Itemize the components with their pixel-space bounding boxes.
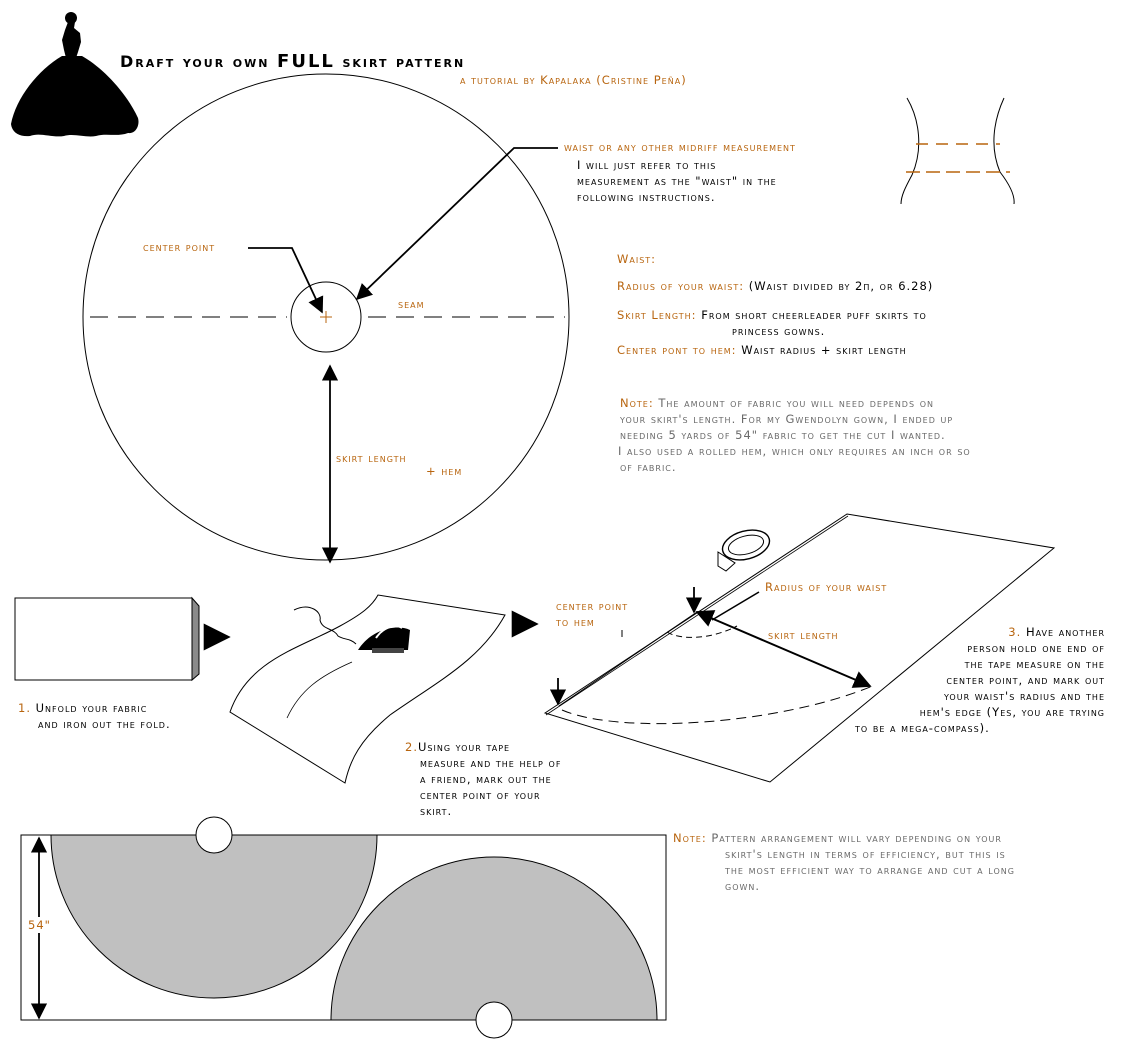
waist-note: I will just refer to this measurement as… — [577, 157, 777, 205]
length-formula: Skirt Length: From short cheerleader puf… — [617, 307, 927, 323]
step-number: 1. — [18, 701, 31, 715]
step-line: Have another — [1025, 625, 1105, 639]
note-line: Pattern arrangement will vary depending … — [711, 831, 1002, 845]
radius-of-waist-label: Radius of your waist — [765, 580, 888, 594]
note-label: Note: — [620, 396, 654, 410]
radius-value: (Waist divided by 2π, or 6.28) — [748, 279, 934, 293]
fabric-note: Note: The amount of fabric you will need… — [618, 395, 971, 475]
gown-silhouette-logo — [11, 12, 139, 137]
length-value-cont: princess gowns. — [732, 324, 826, 338]
step-number: 2. — [405, 740, 418, 754]
center-to-hem-line: center point — [556, 599, 629, 613]
step-2-text: 2.Using your tape measure and the help o… — [405, 739, 561, 819]
note-line: I also used a rolled hem, which only req… — [618, 444, 971, 458]
waist-note-line: I will just refer to this — [577, 158, 717, 172]
torso-sketch — [900, 97, 1015, 205]
step-line: center point of your — [420, 788, 541, 802]
step-line: a friend, mark out the — [420, 772, 552, 786]
iron-icon — [358, 625, 410, 653]
ironed-fabric — [229, 594, 506, 784]
fabric-width-label: 54" — [28, 917, 51, 933]
step-line: center point, and mark out — [946, 673, 1105, 687]
note-line: the most efficient way to arrange and cu… — [725, 863, 1015, 877]
step-line: the tape measure on the — [964, 657, 1105, 671]
center-to-hem-label: center point to hem — [556, 598, 628, 630]
length-value: From short cheerleader puff skirts to — [701, 308, 927, 322]
step-line: and iron out the fold. — [38, 717, 171, 731]
center-point-label: center point — [143, 240, 216, 254]
note-line: The amount of fabric you will need depen… — [658, 396, 934, 410]
hem-value: Waist radius + skirt length — [741, 343, 907, 357]
waist-heading: Waist: — [617, 252, 657, 266]
title-prefix: Draft your own — [120, 52, 270, 71]
note-line: of fabric. — [620, 460, 677, 474]
step-1-text: 1. Unfold your fabric and iron out the f… — [18, 700, 171, 732]
tape-measure-icon — [717, 529, 771, 572]
hem-formula: Center pont to hem: Waist radius + skirt… — [617, 342, 907, 358]
page-title: Draft your own FULL skirt pattern — [120, 51, 465, 72]
skirt-length-label: skirt length — [336, 451, 407, 465]
note-line: your skirt's length. For my Gwendolyn go… — [620, 412, 954, 426]
step-line: to be a mega-compass). — [855, 721, 990, 735]
title-suffix: skirt pattern — [342, 52, 466, 71]
step-line: Using your tape — [417, 740, 511, 754]
step3-skirt-length-label: skirt length — [768, 628, 839, 642]
note-line: gown. — [725, 879, 761, 893]
note-line: needing 5 yards of 54" fabric to get the… — [620, 428, 946, 442]
title-emphasis: FULL — [277, 51, 335, 72]
note-line: skirt's length in terms of efficiency, b… — [725, 847, 1006, 861]
waist-note-line: measurement as the "waist" in the — [577, 174, 777, 188]
step-line: measure and the help of — [420, 756, 562, 770]
byline: a tutorial by Kapalaka (Cristine Peña) — [460, 73, 687, 87]
length-label: Skirt Length: — [617, 308, 697, 322]
waist-measurement-label: waist or any other midriff measurement — [564, 140, 796, 154]
seam-label: seam — [398, 297, 425, 311]
center-to-hem-line: to hem — [556, 615, 595, 629]
radius-label: Radius of your waist: — [617, 279, 745, 293]
hem-label: Center pont to hem: — [617, 343, 737, 357]
marking-fabric — [543, 513, 1056, 783]
cutting-layout-panel — [20, 816, 667, 1039]
note-label: Note: — [673, 831, 707, 845]
arrangement-note: Note: Pattern arrangement will vary depe… — [673, 830, 1015, 894]
step-number: 3. — [1008, 625, 1022, 639]
plus-hem-label: + hem — [426, 464, 463, 478]
step-line: your waist's radius and the — [943, 689, 1105, 703]
step-line: hem's edge (Yes, you are trying — [919, 705, 1105, 719]
skirt-pattern-diagram — [82, 73, 570, 564]
folded-fabric — [14, 596, 200, 682]
radius-formula: Radius of your waist: (Waist divided by … — [617, 278, 933, 294]
waist-note-line: following instructions. — [577, 190, 716, 204]
step-line: Unfold your fabric — [35, 701, 148, 715]
step-line: skirt. — [420, 804, 453, 818]
step-line: person hold one end of — [967, 641, 1105, 655]
step-3-text: 3. Have another person hold one end of t… — [855, 624, 1105, 736]
